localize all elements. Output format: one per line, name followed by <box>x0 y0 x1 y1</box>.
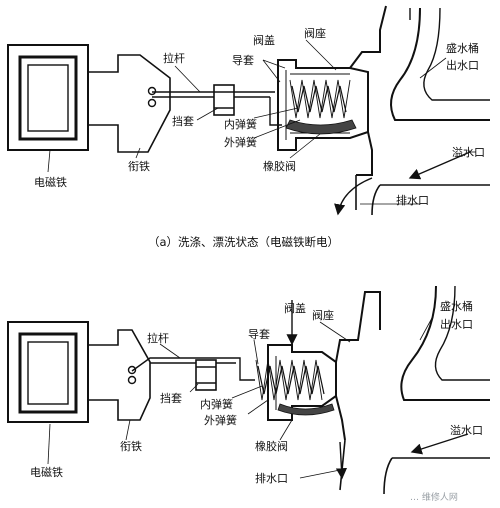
armature-top <box>87 54 171 153</box>
label-valve-cover-top: 阀盖 <box>253 33 275 47</box>
panel-bottom-drain-state <box>7 285 490 495</box>
tub-outlet-bottom <box>400 285 490 401</box>
label-outer-spring-top: 外弹簧 <box>224 135 257 149</box>
leaders-bottom <box>47 317 433 479</box>
caption-top: （a）洗涤、漂洗状态（电磁铁断电） <box>148 235 339 249</box>
label-inner-spring-bottom: 内弹簧 <box>200 397 233 411</box>
label-electromagnet-top: 电磁铁 <box>34 176 67 189</box>
stopper-bottom <box>195 359 217 391</box>
armature-bottom <box>87 329 151 421</box>
drain-arrow-top <box>334 177 373 216</box>
label-armature-top: 衔铁 <box>128 160 150 173</box>
label-valve-seat-top: 阀座 <box>304 26 326 40</box>
rubber-valve-bottom <box>277 403 335 416</box>
tub-outlet-top <box>390 7 490 121</box>
label-pull-rod-top: 拉杆 <box>163 51 185 65</box>
label-rubber-valve-bottom: 橡胶阀 <box>255 439 288 453</box>
label-outlet-bottom: 出水口 <box>440 317 473 331</box>
label-drain-bottom: 排水口 <box>255 471 288 485</box>
label-tub-bottom: 盛水桶 <box>440 299 473 313</box>
watermark: … 维修人网 <box>410 491 458 503</box>
label-armature-bottom: 衔铁 <box>120 440 142 453</box>
panel-top-washing-state <box>7 5 490 216</box>
label-outer-spring-bottom: 外弹簧 <box>204 413 237 427</box>
overflow-arrow-top <box>408 151 471 180</box>
valve-seat-top <box>349 5 387 176</box>
outer-spring-bottom <box>255 359 323 401</box>
label-valve-cover-bottom: 阀盖 <box>284 301 306 315</box>
pull-rod-bottom <box>131 357 255 381</box>
label-tub-top: 盛水桶 <box>446 41 479 55</box>
drain-pipe-top <box>355 175 490 216</box>
label-stopper-top: 挡套 <box>172 114 194 128</box>
label-guide-sleeve-bottom: 导套 <box>248 328 270 341</box>
label-outlet-top: 出水口 <box>446 58 479 72</box>
label-guide-sleeve-top: 导套 <box>232 54 254 67</box>
label-overflow-top: 溢水口 <box>452 145 485 159</box>
label-valve-seat-bottom: 阀座 <box>312 308 334 322</box>
label-inner-spring-top: 内弹簧 <box>224 117 257 131</box>
label-rubber-valve-top: 橡胶阀 <box>263 159 296 173</box>
electromagnet-top <box>7 44 89 151</box>
label-drain-top: 排水口 <box>396 193 429 207</box>
label-pull-rod-bottom: 拉杆 <box>147 331 169 345</box>
stopper-top <box>213 84 235 116</box>
leaders-top <box>47 39 476 205</box>
drain-pipe-bottom <box>339 439 490 495</box>
label-electromagnet-bottom: 电磁铁 <box>30 466 63 479</box>
drain-arrow-bottom <box>335 441 348 480</box>
rubber-valve-top <box>285 119 357 135</box>
valve-seat-bottom <box>335 291 381 441</box>
label-overflow-bottom: 溢水口 <box>450 423 483 437</box>
electromagnet-bottom <box>7 321 89 423</box>
inner-spring-top <box>291 85 347 113</box>
overflow-arrow-bottom <box>410 433 469 455</box>
label-stopper-bottom: 挡套 <box>160 391 182 405</box>
outer-spring-top <box>289 79 351 119</box>
inner-spring-bottom <box>257 365 325 395</box>
